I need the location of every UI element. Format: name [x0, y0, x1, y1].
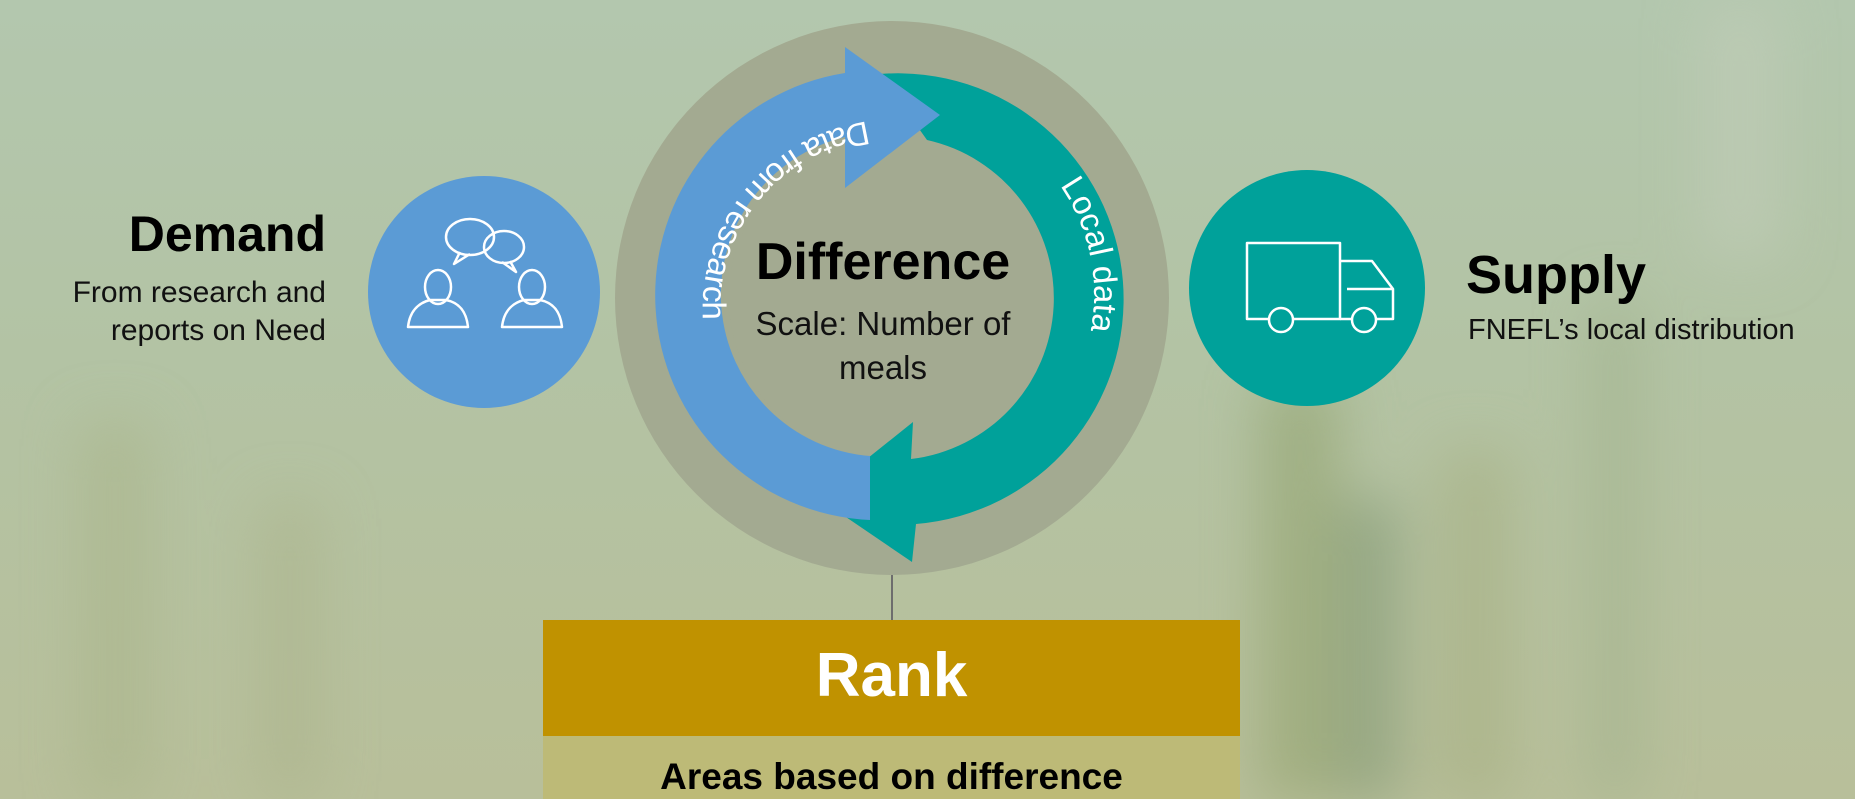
inner-disc — [729, 135, 1055, 461]
delivery-truck-icon — [1245, 241, 1395, 334]
supply-title: Supply — [1466, 245, 1647, 305]
supply-circle — [1189, 170, 1425, 406]
difference-subtitle-line2: meals — [838, 349, 928, 386]
demand-title: Demand — [128, 206, 326, 262]
demand-circle — [368, 176, 600, 408]
difference-subtitle: Scale: Number of meals — [728, 302, 1038, 390]
supply-subtitle: FNEFL’s local distribution — [1468, 314, 1795, 346]
difference-subtitle-line1: Scale: Number of — [755, 305, 1011, 342]
local-data-arrow — [818, 73, 1124, 562]
data-from-research-arrow — [655, 47, 940, 520]
rank-title: Rank — [815, 641, 968, 710]
demand-subtitle: From research and reports on Need — [0, 274, 326, 350]
people-chat-icon — [406, 217, 564, 329]
difference-title: Difference — [755, 233, 1011, 291]
rank-description: Areas based on difference — [660, 756, 1123, 797]
demand-subtitle-line2: reports on Need — [110, 314, 326, 347]
rank-description-box — [543, 736, 1240, 799]
rank-box — [543, 620, 1240, 736]
demand-subtitle-line1: From research and — [72, 276, 326, 309]
